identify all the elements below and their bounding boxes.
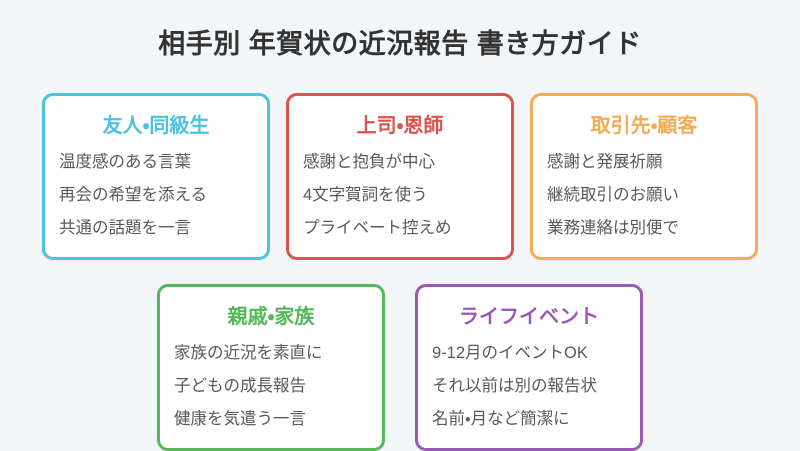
card-relatives-family: 親戚・家族 家族の近況を素直に 子どもの成長報告 健康を気遣う一言: [157, 284, 385, 451]
card-items-life-events: 9-12月のイベントOK それ以前は別の報告状 名前・月など簡潔に: [432, 337, 626, 436]
card-items-boss-mentor: 感謝と抱負が中心 4文字賀詞を使う プライベート控えめ: [303, 146, 497, 245]
card-title-friends-classmates: 友人・同級生: [102, 115, 210, 137]
card-item: それ以前は別の報告状: [432, 377, 597, 395]
card-boss-mentor: 上司・恩師 感謝と抱負が中心 4文字賀詞を使う プライベート控えめ: [286, 93, 514, 260]
card-item: 家族の近況を素直に: [174, 344, 323, 362]
card-item: 共通の話題を一言: [59, 219, 191, 237]
card-item: 感謝と発展祈願: [547, 153, 663, 171]
page-title: 相手別 年賀状の近況報告 書き方ガイド: [158, 29, 642, 59]
card-items-relatives-family: 家族の近況を素直に 子どもの成長報告 健康を気遣う一言: [174, 337, 368, 436]
card-title-clients-customers: 取引先・顧客: [590, 115, 698, 137]
card-item: 健康を気遣う一言: [174, 410, 306, 428]
card-item: プライベート控えめ: [303, 219, 452, 237]
card-life-events: ライフイベント 9-12月のイベントOK それ以前は別の報告状 名前・月など簡潔…: [415, 284, 643, 451]
card-item: 継続取引のお願い: [547, 186, 679, 204]
card-friends-classmates: 友人・同級生 温度感のある言葉 再会の希望を添える 共通の話題を一言: [42, 93, 270, 260]
card-items-friends-classmates: 温度感のある言葉 再会の希望を添える 共通の話題を一言: [59, 146, 253, 245]
card-item: 9-12月のイベントOK: [432, 344, 588, 362]
card-title-relatives-family: 親戚・家族: [227, 306, 315, 328]
cards-row-top: 友人・同級生 温度感のある言葉 再会の希望を添える 共通の話題を一言 上司・恩師…: [0, 93, 800, 260]
card-title-boss-mentor: 上司・恩師: [356, 115, 444, 137]
card-item: 業務連絡は別便で: [547, 219, 679, 237]
card-items-clients-customers: 感謝と発展祈願 継続取引のお願い 業務連絡は別便で: [547, 146, 741, 245]
card-item: 感謝と抱負が中心: [303, 153, 435, 171]
card-item: 温度感のある言葉: [59, 153, 191, 171]
card-title-life-events: ライフイベント: [459, 306, 599, 328]
card-item: 名前・月など簡潔に: [432, 410, 570, 428]
card-item: 再会の希望を添える: [59, 186, 208, 204]
card-item: 子どもの成長報告: [174, 377, 306, 395]
card-clients-customers: 取引先・顧客 感謝と発展祈願 継続取引のお願い 業務連絡は別便で: [530, 93, 758, 260]
cards-row-bottom: 親戚・家族 家族の近況を素直に 子どもの成長報告 健康を気遣う一言 ライフイベン…: [0, 284, 800, 451]
card-item: 4文字賀詞を使う: [303, 186, 428, 204]
